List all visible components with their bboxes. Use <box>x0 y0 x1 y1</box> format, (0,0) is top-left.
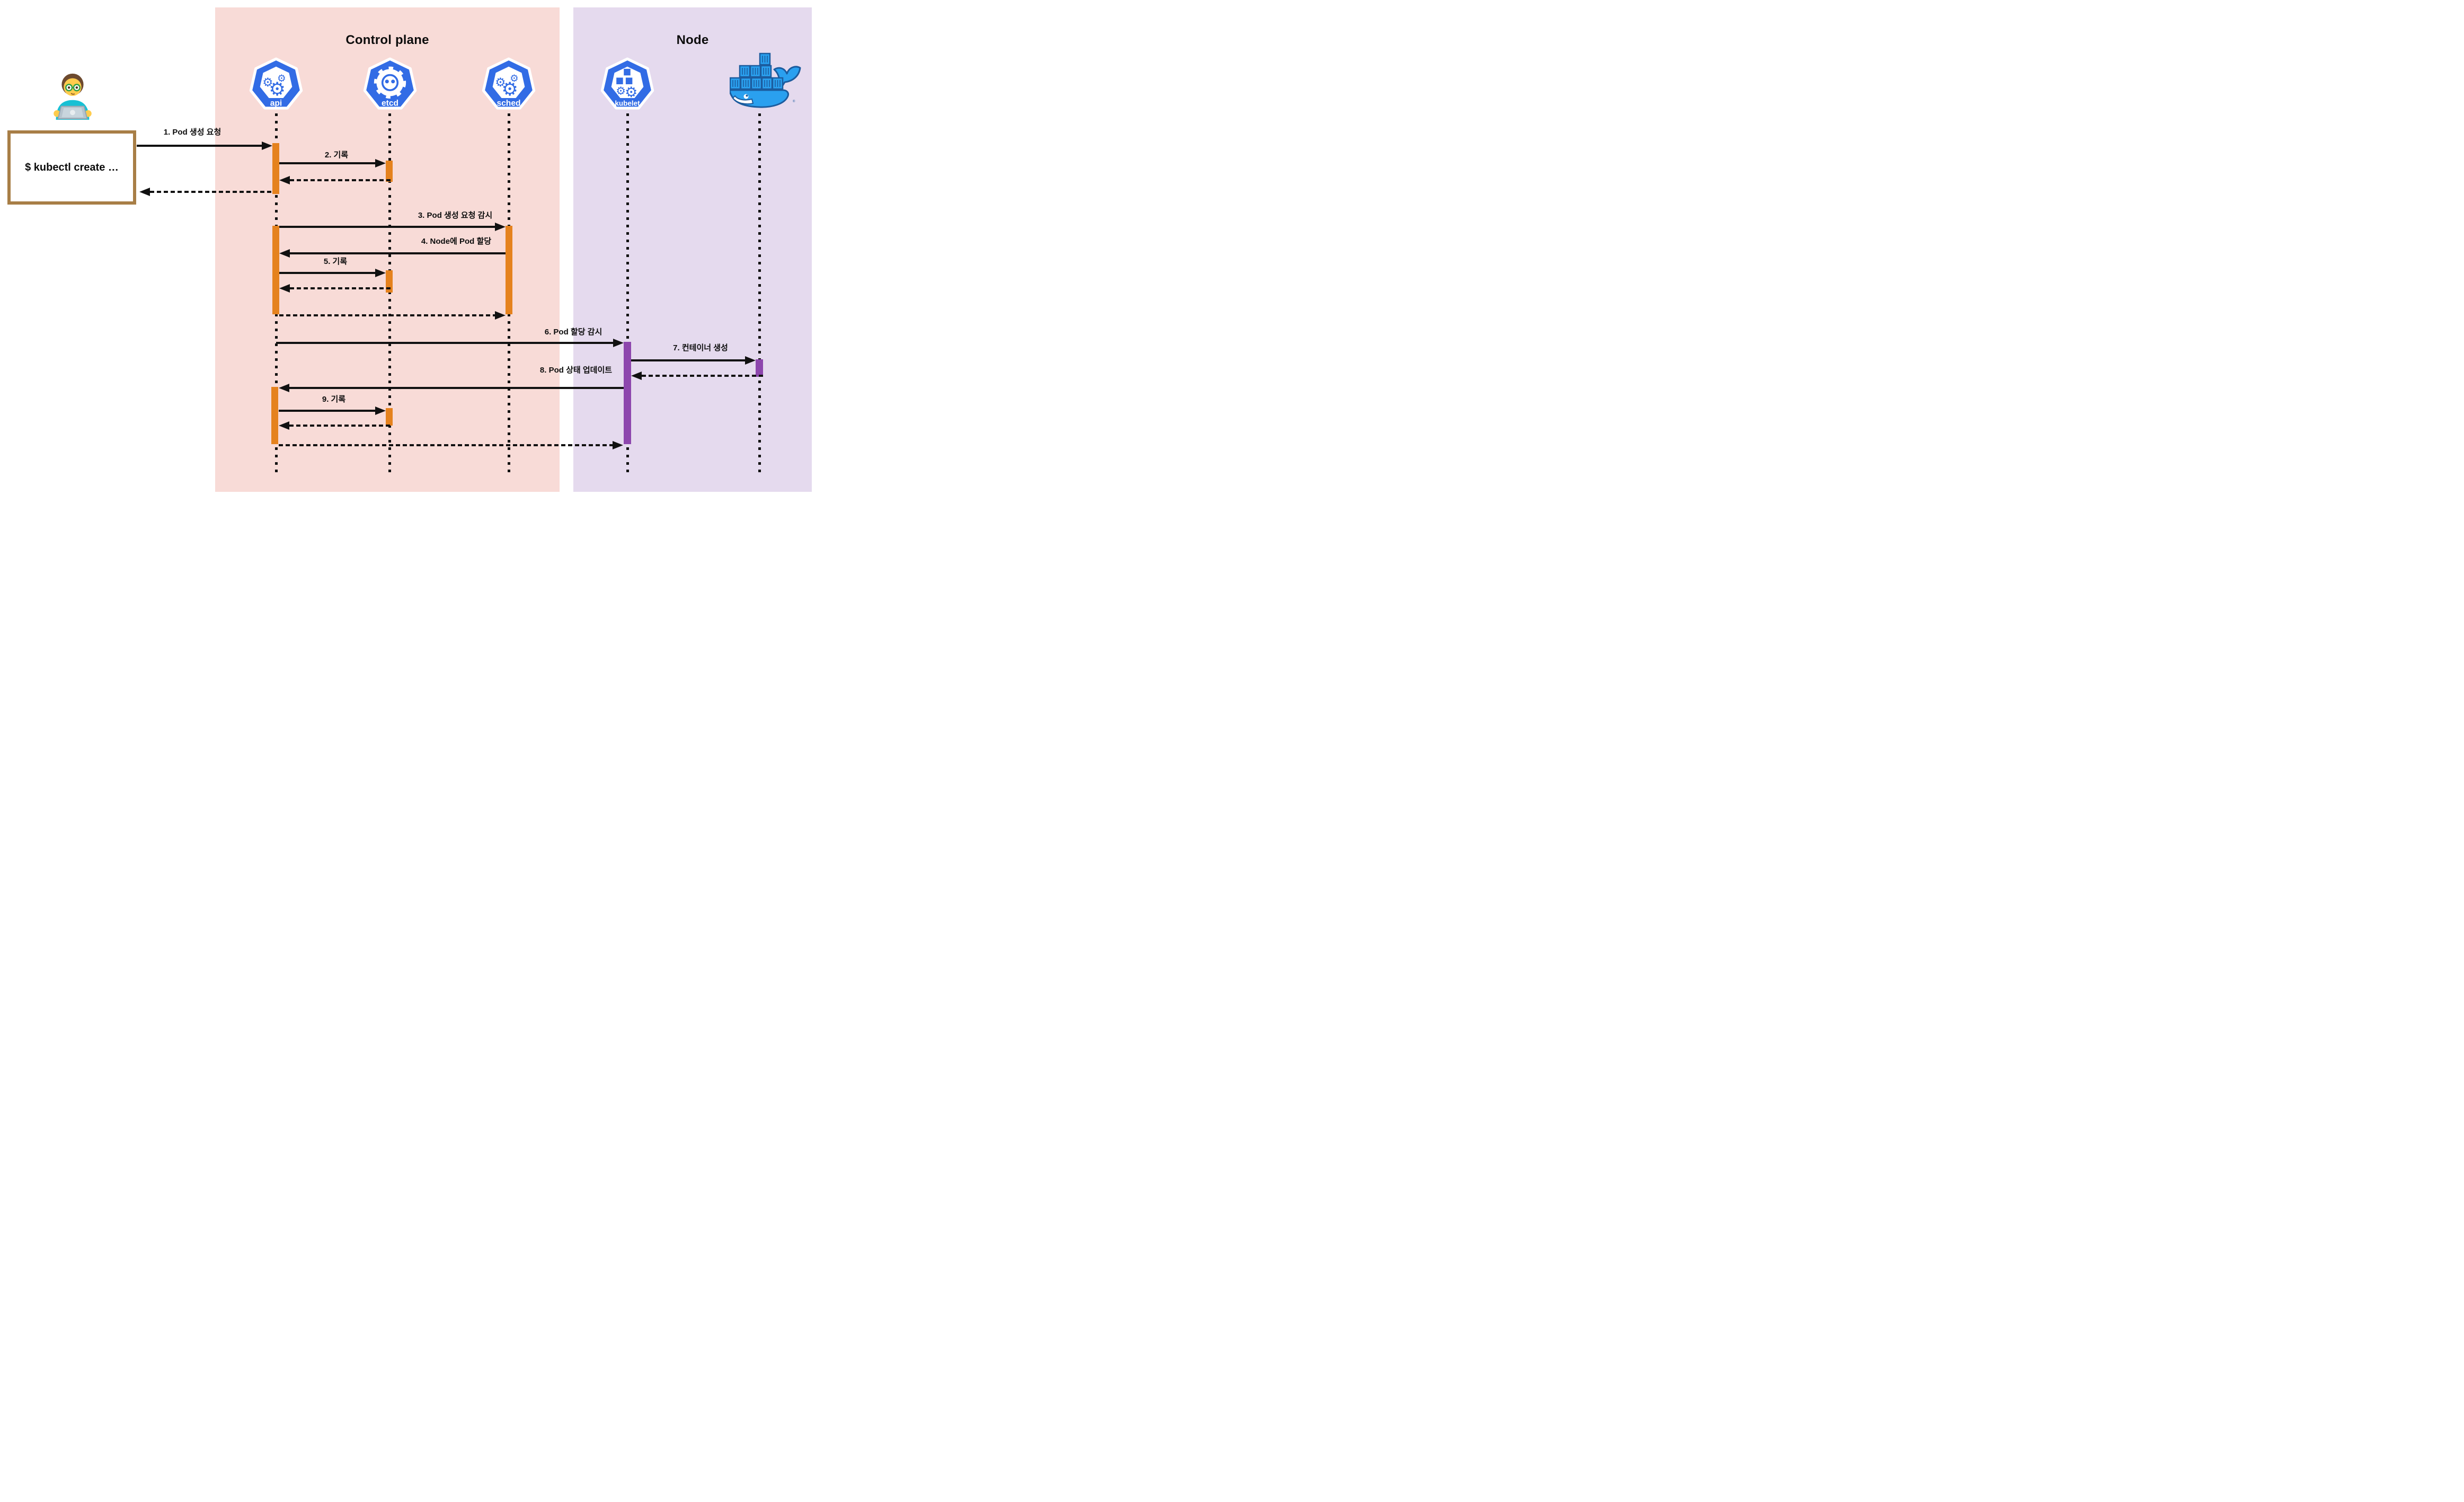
message-label-8: 8. Pod 상태 업데이트 <box>539 366 613 375</box>
scheduler-icon: ⚙ ⚙ ⚙ sched <box>481 57 536 112</box>
arrow-msg6-head <box>613 339 624 347</box>
arrow-msg7-return-head <box>631 372 642 380</box>
etcd-activation-3 <box>386 408 393 426</box>
arrow-msg1-head <box>262 142 272 150</box>
arrow-reply-to-user-head <box>139 188 150 196</box>
sequence-diagram: Control plane Node $ kubectl create … <box>0 0 821 501</box>
arrow-msg9 <box>279 410 375 412</box>
arrow-notify-kubelet-head <box>613 441 623 449</box>
arrow-msg7 <box>631 359 745 361</box>
message-label-4: 4. Node에 Pod 할당 <box>421 237 492 246</box>
arrow-msg5-return <box>290 287 393 289</box>
arrow-msg2-return <box>290 179 393 181</box>
arrow-msg2-head <box>375 159 386 167</box>
kubelet-label: kubelet <box>615 100 640 108</box>
arrow-msg5-return-head <box>279 284 290 293</box>
etcd-activation-2 <box>386 270 393 293</box>
arrow-reply-to-sched-head <box>495 311 506 320</box>
kubelet-activation <box>624 342 631 444</box>
arrow-msg1 <box>137 145 262 147</box>
api-activation-2 <box>272 226 279 314</box>
kubelet-lifeline <box>626 113 629 473</box>
arrow-msg6 <box>276 342 613 344</box>
arrow-msg8-head <box>279 384 289 392</box>
arrow-msg2 <box>279 162 375 164</box>
svg-text:⚙: ⚙ <box>277 73 286 84</box>
message-label-2: 2. 기록 <box>324 151 349 160</box>
arrow-msg5-head <box>375 269 386 277</box>
etcd-label: etcd <box>382 99 398 108</box>
etcd-activation-1 <box>386 161 393 182</box>
arrow-msg7-return <box>642 375 763 377</box>
etcd-lifeline <box>388 113 391 473</box>
api-activation-3 <box>271 387 278 444</box>
arrow-reply-to-user <box>150 191 272 193</box>
kubelet-icon: ⚙ ⚙ kubelet <box>600 57 655 112</box>
arrow-msg4 <box>290 252 506 254</box>
svg-text:⚙: ⚙ <box>625 84 637 100</box>
docker-whale-icon: ® <box>729 50 809 111</box>
docker-lifeline <box>758 113 761 473</box>
kubectl-terminal-box: $ kubectl create … <box>7 130 136 205</box>
arrow-msg4-head <box>279 249 290 258</box>
arrow-msg7-head <box>745 356 756 365</box>
message-label-3: 3. Pod 생성 요청 감시 <box>418 211 493 220</box>
arrow-msg5 <box>279 272 375 274</box>
arrow-msg9-head <box>375 407 386 415</box>
svg-text:⚙: ⚙ <box>510 73 519 84</box>
svg-text:⚙: ⚙ <box>262 75 273 89</box>
arrow-notify-kubelet <box>279 444 613 446</box>
kubectl-command: $ kubectl create … <box>25 161 119 173</box>
arrow-msg3 <box>279 226 495 228</box>
svg-text:⚙: ⚙ <box>501 79 518 100</box>
arrow-msg9-return-head <box>279 421 289 430</box>
control-plane-title: Control plane <box>345 33 429 47</box>
message-label-7: 7. 컨테이너 생성 <box>673 343 728 352</box>
message-label-5: 5. 기록 <box>323 257 348 266</box>
arrow-reply-to-sched <box>279 314 495 316</box>
message-label-1: 1. Pod 생성 요청 <box>163 128 221 137</box>
api-activation-1 <box>272 143 279 194</box>
arrow-msg3-head <box>495 223 506 231</box>
arrow-msg2-return-head <box>279 176 290 184</box>
user-actor-icon <box>47 69 99 121</box>
docker-registered-mark: ® <box>793 100 795 103</box>
node-title: Node <box>676 33 709 47</box>
message-label-9: 9. 기록 <box>322 395 346 404</box>
api-label: api <box>270 99 282 108</box>
sched-label: sched <box>497 99 520 108</box>
message-label-6: 6. Pod 할당 감시 <box>544 328 602 337</box>
arrow-msg8 <box>289 387 624 389</box>
svg-text:⚙: ⚙ <box>495 75 506 89</box>
sched-activation <box>506 226 512 314</box>
docker-activation <box>756 359 763 377</box>
svg-text:⚙: ⚙ <box>616 85 626 98</box>
etcd-icon: etcd <box>362 57 418 112</box>
api-server-icon: ⚙ ⚙ ⚙ api <box>249 57 304 112</box>
svg-text:⚙: ⚙ <box>269 79 286 100</box>
arrow-msg9-return <box>289 425 393 427</box>
